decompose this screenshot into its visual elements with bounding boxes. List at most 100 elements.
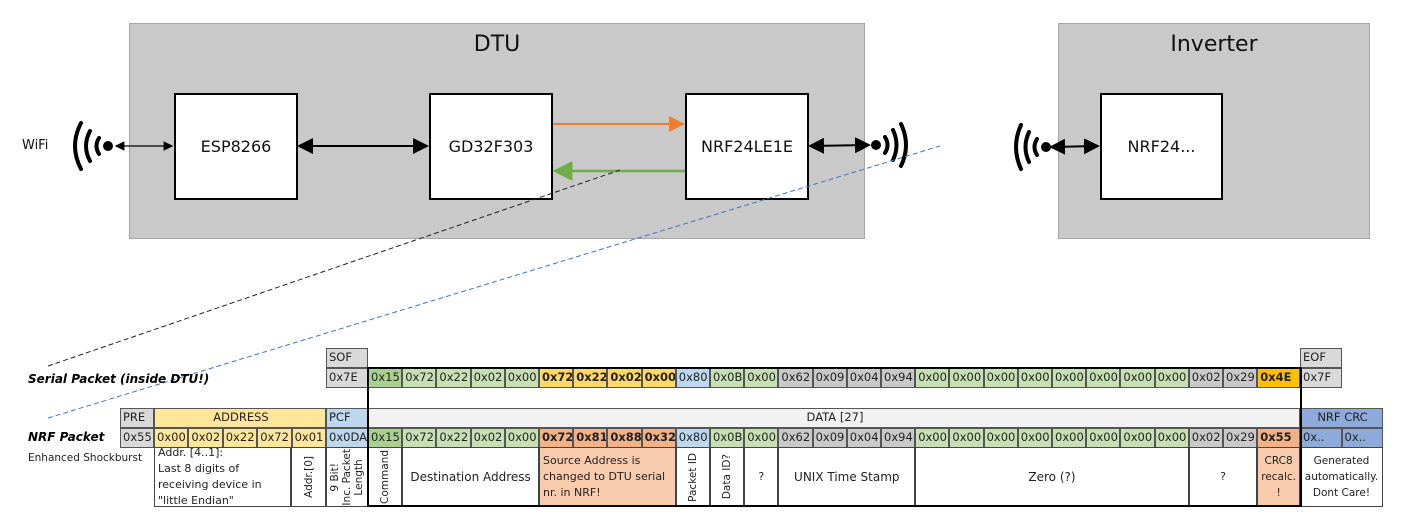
gd32-chip: GD32F303	[429, 93, 553, 200]
nrf-byte: 0x62	[778, 428, 813, 448]
serial-byte: 0x4E	[1257, 368, 1300, 388]
nrf-crc-byte: 0x..	[1300, 428, 1342, 448]
serial-byte: 0x00	[504, 368, 539, 388]
nrf-byte: 0x72	[402, 428, 437, 448]
nrf-byte: 0x00	[915, 428, 950, 448]
serial-byte: 0x04	[846, 368, 881, 388]
nrf-byte: 0x81	[573, 428, 608, 448]
nrf-packet-label: NRF Packet	[28, 430, 105, 444]
nrf-byte: 0x00	[983, 428, 1018, 448]
pre-header: PRE	[120, 408, 154, 428]
pcf-value: 0x0DA	[326, 428, 368, 448]
serial-packet-pointer	[47, 169, 621, 367]
desc-data-id: Data ID?	[710, 447, 745, 507]
desc-timestamp: UNIX Time Stamp	[778, 447, 916, 507]
nrf-byte: 0x00	[504, 428, 539, 448]
nrf-antenna-link	[808, 137, 871, 154]
nrf-byte: 0x09	[812, 428, 847, 448]
nrf-byte: 0x02	[1188, 428, 1223, 448]
address-byte: 0x01	[291, 428, 326, 448]
serial-byte: 0x00	[641, 368, 676, 388]
desc-addr0: Addr.[0]	[291, 447, 326, 507]
nrf24-inverter-chip: NRF24...	[1100, 93, 1223, 200]
serial-byte: 0x00	[1052, 368, 1087, 388]
desc-unknown2: ?	[1188, 447, 1258, 507]
serial-byte: 0x22	[573, 368, 608, 388]
nrf-byte: 0x72	[539, 428, 574, 448]
serial-byte: 0x09	[812, 368, 847, 388]
address-header: ADDRESS	[154, 408, 326, 428]
desc-nrf-crc: Generated automatically. Dont Care!	[1300, 447, 1383, 507]
address-byte: 0x22	[222, 428, 258, 448]
desc-data-id-text: Data ID?	[721, 454, 734, 500]
eof-value: 0x7F	[1300, 368, 1342, 388]
nrf-byte: 0x00	[1086, 428, 1121, 448]
nrf-byte: 0x55	[1257, 428, 1300, 448]
inverter-antenna-icon	[1014, 123, 1051, 171]
desc-packet-id: Packet ID	[675, 447, 710, 507]
dtu-title: DTU	[473, 32, 521, 57]
nrf-crc-header: NRF CRC	[1300, 408, 1383, 428]
inverter-antenna-link	[1049, 138, 1100, 155]
serial-byte: 0x22	[436, 368, 471, 388]
serial-byte: 0x72	[402, 368, 437, 388]
serial-byte: 0x00	[744, 368, 779, 388]
serial-byte: 0x15	[368, 368, 403, 388]
nrf-byte: 0x15	[368, 428, 403, 448]
nrf-packet-pointer	[47, 145, 941, 419]
desc-zero: Zero (?)	[915, 447, 1189, 507]
serial-byte: 0x02	[607, 368, 642, 388]
desc-addr0-text: Addr.[0]	[302, 456, 315, 498]
desc-pcf-text: 9 Bit! Inc. Packet Length	[329, 448, 365, 506]
desc-source: Source Address is changed to DTU serial …	[539, 447, 676, 507]
desc-address: Addr. [4..1]: Last 8 digits of receiving…	[154, 446, 291, 507]
nrf-byte: 0x02	[470, 428, 505, 448]
wifi-label: WiFi	[22, 138, 49, 153]
nrf-byte: 0x00	[1154, 428, 1189, 448]
eof-header: EOF	[1300, 348, 1342, 368]
serial-byte: 0x72	[539, 368, 574, 388]
nrf-byte: 0x32	[641, 428, 676, 448]
serial-byte: 0x0B	[710, 368, 745, 388]
pcf-header: PCF	[326, 408, 368, 428]
desc-packet-id-text: Packet ID	[686, 452, 699, 502]
desc-command-text: Command	[379, 450, 392, 504]
nrf-byte: 0x00	[744, 428, 779, 448]
desc-command: Command	[368, 447, 403, 507]
serial-byte: 0x00	[915, 368, 950, 388]
serial-byte: 0x00	[1017, 368, 1052, 388]
desc-crc8: CRC8 recalc. !	[1257, 447, 1300, 507]
nrf-byte: 0x00	[1120, 428, 1155, 448]
nrf-crc-byte: 0x..	[1341, 428, 1383, 448]
sof-header: SOF	[326, 348, 368, 368]
desc-pcf: 9 Bit! Inc. Packet Length	[326, 447, 368, 507]
nrf-byte: 0x00	[1017, 428, 1052, 448]
nrf-byte: 0x22	[436, 428, 471, 448]
inverter-title: Inverter	[1170, 32, 1258, 57]
desc-unknown1: ?	[744, 447, 779, 507]
nrf24le1e-chip: NRF24LE1E	[685, 93, 809, 200]
serial-byte: 0x00	[1086, 368, 1121, 388]
serial-byte: 0x02	[1188, 368, 1223, 388]
pre-value: 0x55	[120, 428, 154, 448]
serial-byte: 0x29	[1223, 368, 1258, 388]
serial-byte: 0x62	[778, 368, 813, 388]
serial-packet-label: Serial Packet (inside DTU!)	[28, 372, 210, 386]
nrf-byte: 0x00	[949, 428, 984, 448]
nrf-byte: 0x88	[607, 428, 642, 448]
nrf-byte: 0x00	[1052, 428, 1087, 448]
serial-byte: 0x00	[1154, 368, 1189, 388]
serial-byte: 0x00	[949, 368, 984, 388]
sof-value: 0x7E	[326, 368, 368, 388]
wifi-antenna-icon	[73, 121, 113, 171]
nrf-byte: 0x0B	[710, 428, 745, 448]
nrf-byte: 0x80	[675, 428, 710, 448]
serial-byte: 0x00	[983, 368, 1018, 388]
data-header: DATA [27]	[368, 408, 1300, 428]
serial-byte: 0x02	[470, 368, 505, 388]
serial-byte: 0x80	[675, 368, 710, 388]
serial-byte: 0x94	[881, 368, 916, 388]
nrf-antenna-icon	[871, 122, 908, 168]
